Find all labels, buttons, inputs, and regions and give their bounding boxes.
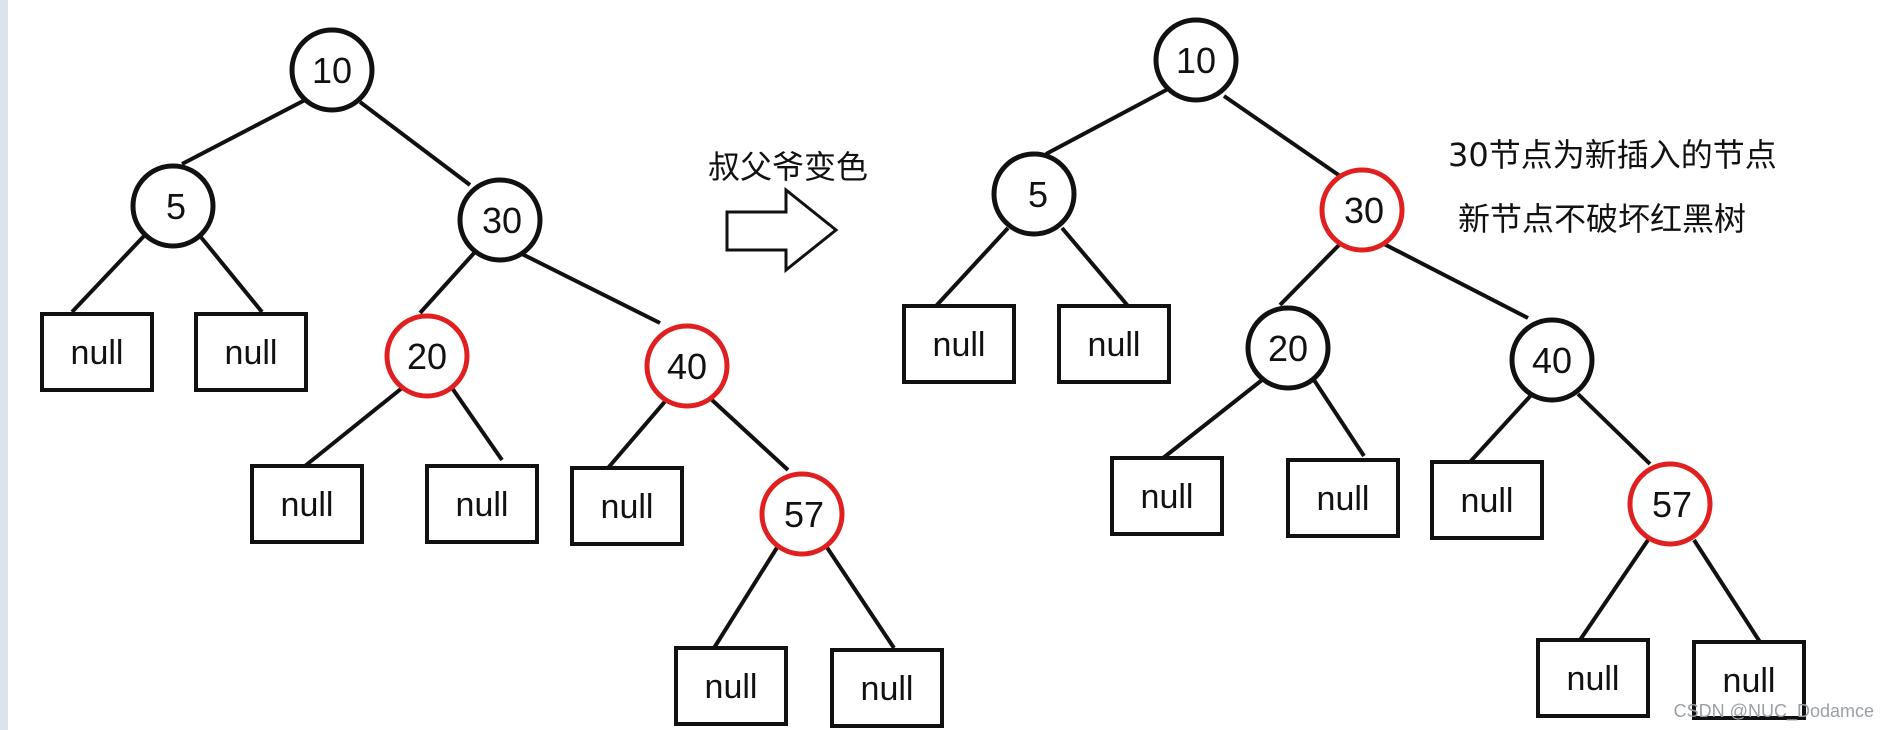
edge-57-null-a [1578,538,1650,642]
edge-30-20 [418,250,477,315]
edge-10-5 [1045,86,1171,156]
before-nodes: 10 5 30 20 40 57 [130,27,845,557]
null-box: null [250,464,364,544]
note-line-2: 新节点不破坏红黑树 [1458,200,1747,238]
edge-30-20 [1278,242,1342,307]
node-label: 10 [312,50,352,91]
watermark: CSDN @NUC_Dodamce [1673,701,1874,721]
tree-node: 57 [759,471,845,557]
edge-5-null-a [934,226,1010,308]
null-box: null [1430,460,1544,540]
tree-node: 30 [1319,167,1405,253]
edge-40-57 [710,398,790,472]
null-label: null [1461,482,1514,520]
edge-40-null-a [606,396,670,470]
null-label: null [861,670,914,708]
after-null-boxes: null null null null null null null [902,304,1806,720]
node-label: 20 [1268,328,1308,369]
edge-57-null-b [824,544,896,650]
before-null-boxes: null null null null null null null [40,312,944,728]
edge-30-40 [517,250,661,325]
before-tree: null null null null null null null 10 5 … [40,27,944,728]
node-label: 5 [1028,174,1048,215]
tree-node: 57 [1627,461,1713,547]
node-label: 5 [166,186,186,227]
null-box: null [1536,638,1650,718]
tree-node: 5 [130,163,216,249]
null-label: null [1723,662,1776,700]
null-box: null [1286,458,1400,538]
node-label: 57 [1652,484,1692,525]
edge-30-40 [1383,242,1529,320]
null-label: null [1088,326,1141,364]
null-label: null [1317,480,1370,518]
right-arrow-icon [725,186,839,274]
edge-5-null-b [1060,226,1130,308]
before-edges [70,98,896,650]
null-label: null [225,334,278,372]
null-box: null [902,304,1016,384]
null-box: null [1057,304,1171,384]
edge-20-null-a [298,386,404,472]
edge-10-30 [1222,94,1342,178]
null-box: null [570,466,684,546]
node-label: 40 [1532,340,1572,381]
edge-40-57 [1576,392,1652,466]
edge-57-null-b [1692,538,1762,644]
tree-node: 20 [1245,305,1331,391]
tree-node: 10 [289,27,375,113]
tree-node: 40 [644,323,730,409]
tree-node: 30 [457,177,543,263]
note-line-1: 30节点为新插入的节点 [1448,136,1777,174]
transition-label: 叔父爷变色 [708,148,869,186]
edge-57-null-a [712,544,780,650]
edge-40-null-a [1468,390,1536,464]
null-box: null [40,312,154,392]
null-label: null [705,668,758,706]
node-label: 30 [1344,190,1384,231]
node-label: 40 [667,346,707,387]
null-label: null [933,326,986,364]
edge-20-null-a [1156,378,1264,464]
null-box: null [830,648,944,728]
edge-5-null-b [198,234,264,314]
null-box: null [425,464,539,544]
after-tree: null null null null null null null 10 5 … [902,17,1806,720]
tree-node: 20 [384,313,470,399]
null-label: null [1141,478,1194,516]
edge-20-null-b [1312,378,1366,458]
edge-10-30 [358,100,472,187]
null-label: null [71,334,124,372]
edge-5-null-a [70,234,146,314]
edge-10-5 [181,98,306,166]
tree-node: 10 [1153,17,1239,103]
null-label: null [456,486,509,524]
after-nodes: 10 5 30 20 40 57 [991,17,1713,547]
tree-node: 40 [1509,317,1595,403]
edge-20-null-b [450,386,504,462]
node-label: 20 [407,336,447,377]
after-edges [934,86,1762,644]
null-label: null [601,488,654,526]
tree-node: 5 [991,151,1077,237]
left-edge-strip [0,0,8,730]
node-label: 10 [1176,40,1216,81]
node-label: 30 [482,200,522,241]
null-label: null [281,486,334,524]
node-label: 57 [784,494,824,535]
null-label: null [1567,660,1620,698]
null-box: null [674,646,788,726]
null-box: null [194,312,308,392]
null-box: null [1692,640,1806,720]
null-box: null [1110,456,1224,536]
